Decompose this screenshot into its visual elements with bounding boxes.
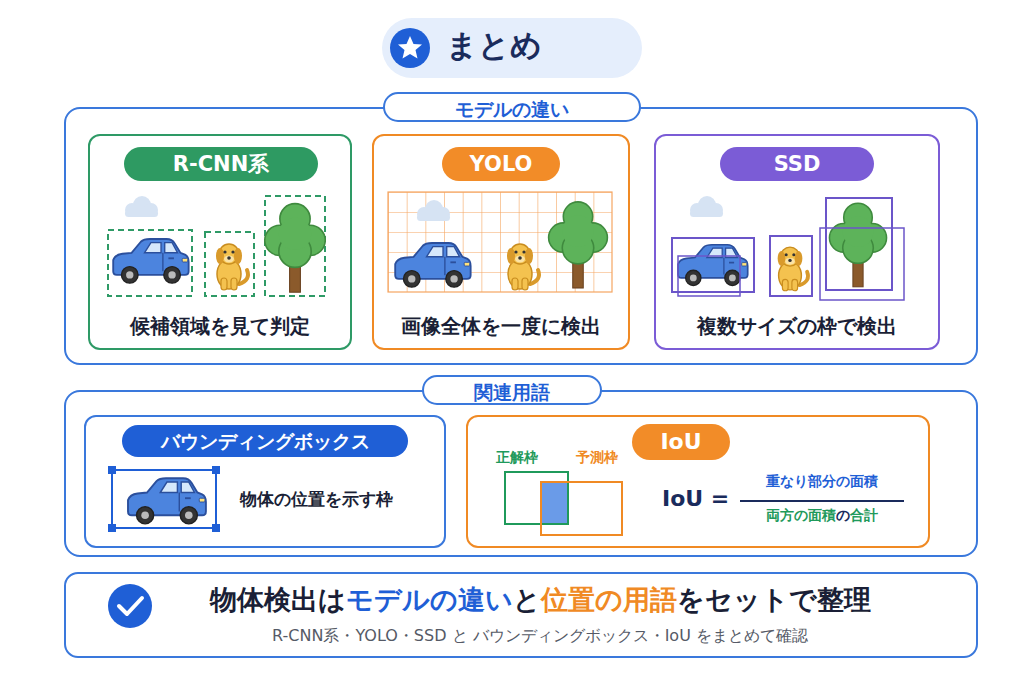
model-card: R-CNN系候補領域を見て判定 [88,134,352,350]
heading-pill: バウンディングボックス [122,425,408,457]
rcnn-illustration [108,196,325,296]
ssd-illustration-part [678,245,748,286]
star-icon-part [398,36,422,59]
yolo-illustration [388,192,612,292]
ssd-illustration-part [690,196,723,217]
ssd-illustration-part [826,198,892,290]
check-icon-part [119,598,142,614]
text-segment: モデルの違い [346,584,513,615]
rcnn-illustration-part [108,230,192,296]
rcnn-illustration-part [265,196,325,296]
section-panel: R-CNN系候補領域を見て判定 YOLO 画像全体を一度に検出 SSD 複数サイズの枠で… [64,107,978,365]
ssd-illustration-part [678,256,740,296]
yolo-illustration-part [507,244,539,290]
model-card: YOLO 画像全体を一度に検出 [372,134,630,350]
ssd-illustration-part [778,247,808,291]
bounding-box-illustration-part [108,466,116,474]
check-icon [108,584,152,628]
heading-pill: YOLO [442,147,560,181]
rcnn-illustration-part [125,196,158,217]
text-segment: をセットで整理 [677,584,871,615]
rcnn-illustration-part [205,232,254,296]
conclusion-heading: 物体検出はモデルの違いと位置の用語をセットで整理 [150,584,930,616]
check-icon-part [108,584,152,628]
yolo-illustration-part [549,202,608,288]
heading-pill: 関連用語 [422,375,602,405]
yolo-illustration-part [417,200,450,221]
iou-illustration-part [541,482,568,524]
ssd-illustration-part [770,236,812,296]
heading-pill: IoU [632,424,730,460]
term-description: 物体の位置を示す枠 [240,489,440,509]
card-caption: 画像全体を一度に検出 [372,314,630,338]
conclusion-subtext: R-CNN系・YOLO・SSD と バウンディングボックス・IoU をまとめて確… [150,626,930,645]
ssd-illustration [672,196,904,300]
iou-illustration-part [541,482,622,535]
ssd-illustration-part [820,228,904,300]
bounding-box-illustration-part [112,470,216,528]
term-card: バウンディングボックス物体の位置を示す枠 [84,415,446,548]
iou-illustration-part [505,472,568,524]
bounding-box-illustration [108,466,220,532]
text-segment: 物体検出は [210,584,346,615]
bounding-box-illustration-part [212,466,220,474]
ssd-illustration-part [672,238,754,292]
yolo-illustration-part [388,192,612,292]
yolo-illustration-part [395,243,470,287]
bounding-box-illustration-part [128,478,206,524]
text-segment: と [513,584,541,615]
star-icon [390,28,430,68]
model-card: SSD 複数サイズの枠で検出 [654,134,940,350]
star-icon-part [390,28,430,68]
rcnn-illustration-part [216,244,248,290]
card-caption: 複数サイズの枠で検出 [654,314,940,338]
term-card: IoU [466,415,930,548]
rcnn-illustration-part [265,204,325,293]
rcnn-illustration-part [113,239,188,283]
card-caption: 候補領域を見て判定 [88,314,352,338]
bounding-box-illustration-part [212,524,220,532]
heading-pill: R-CNN系 [124,147,318,181]
text-segment: 位置の用語 [541,584,677,615]
heading-pill: モデルの違い [383,92,641,122]
heading-pill: SSD [720,147,874,181]
page-title: まとめ [446,27,542,64]
conclusion-box: 物体検出はモデルの違いと位置の用語をセットで整理 R-CNN系・YOLO・SSD … [64,572,978,658]
iou-illustration-part [740,500,904,502]
bounding-box-illustration-part [108,524,116,532]
ssd-illustration-part [829,203,886,287]
section-panel: バウンディングボックス物体の位置を示す枠IoU関連用語 [64,390,978,557]
iou-illustration [505,472,904,535]
